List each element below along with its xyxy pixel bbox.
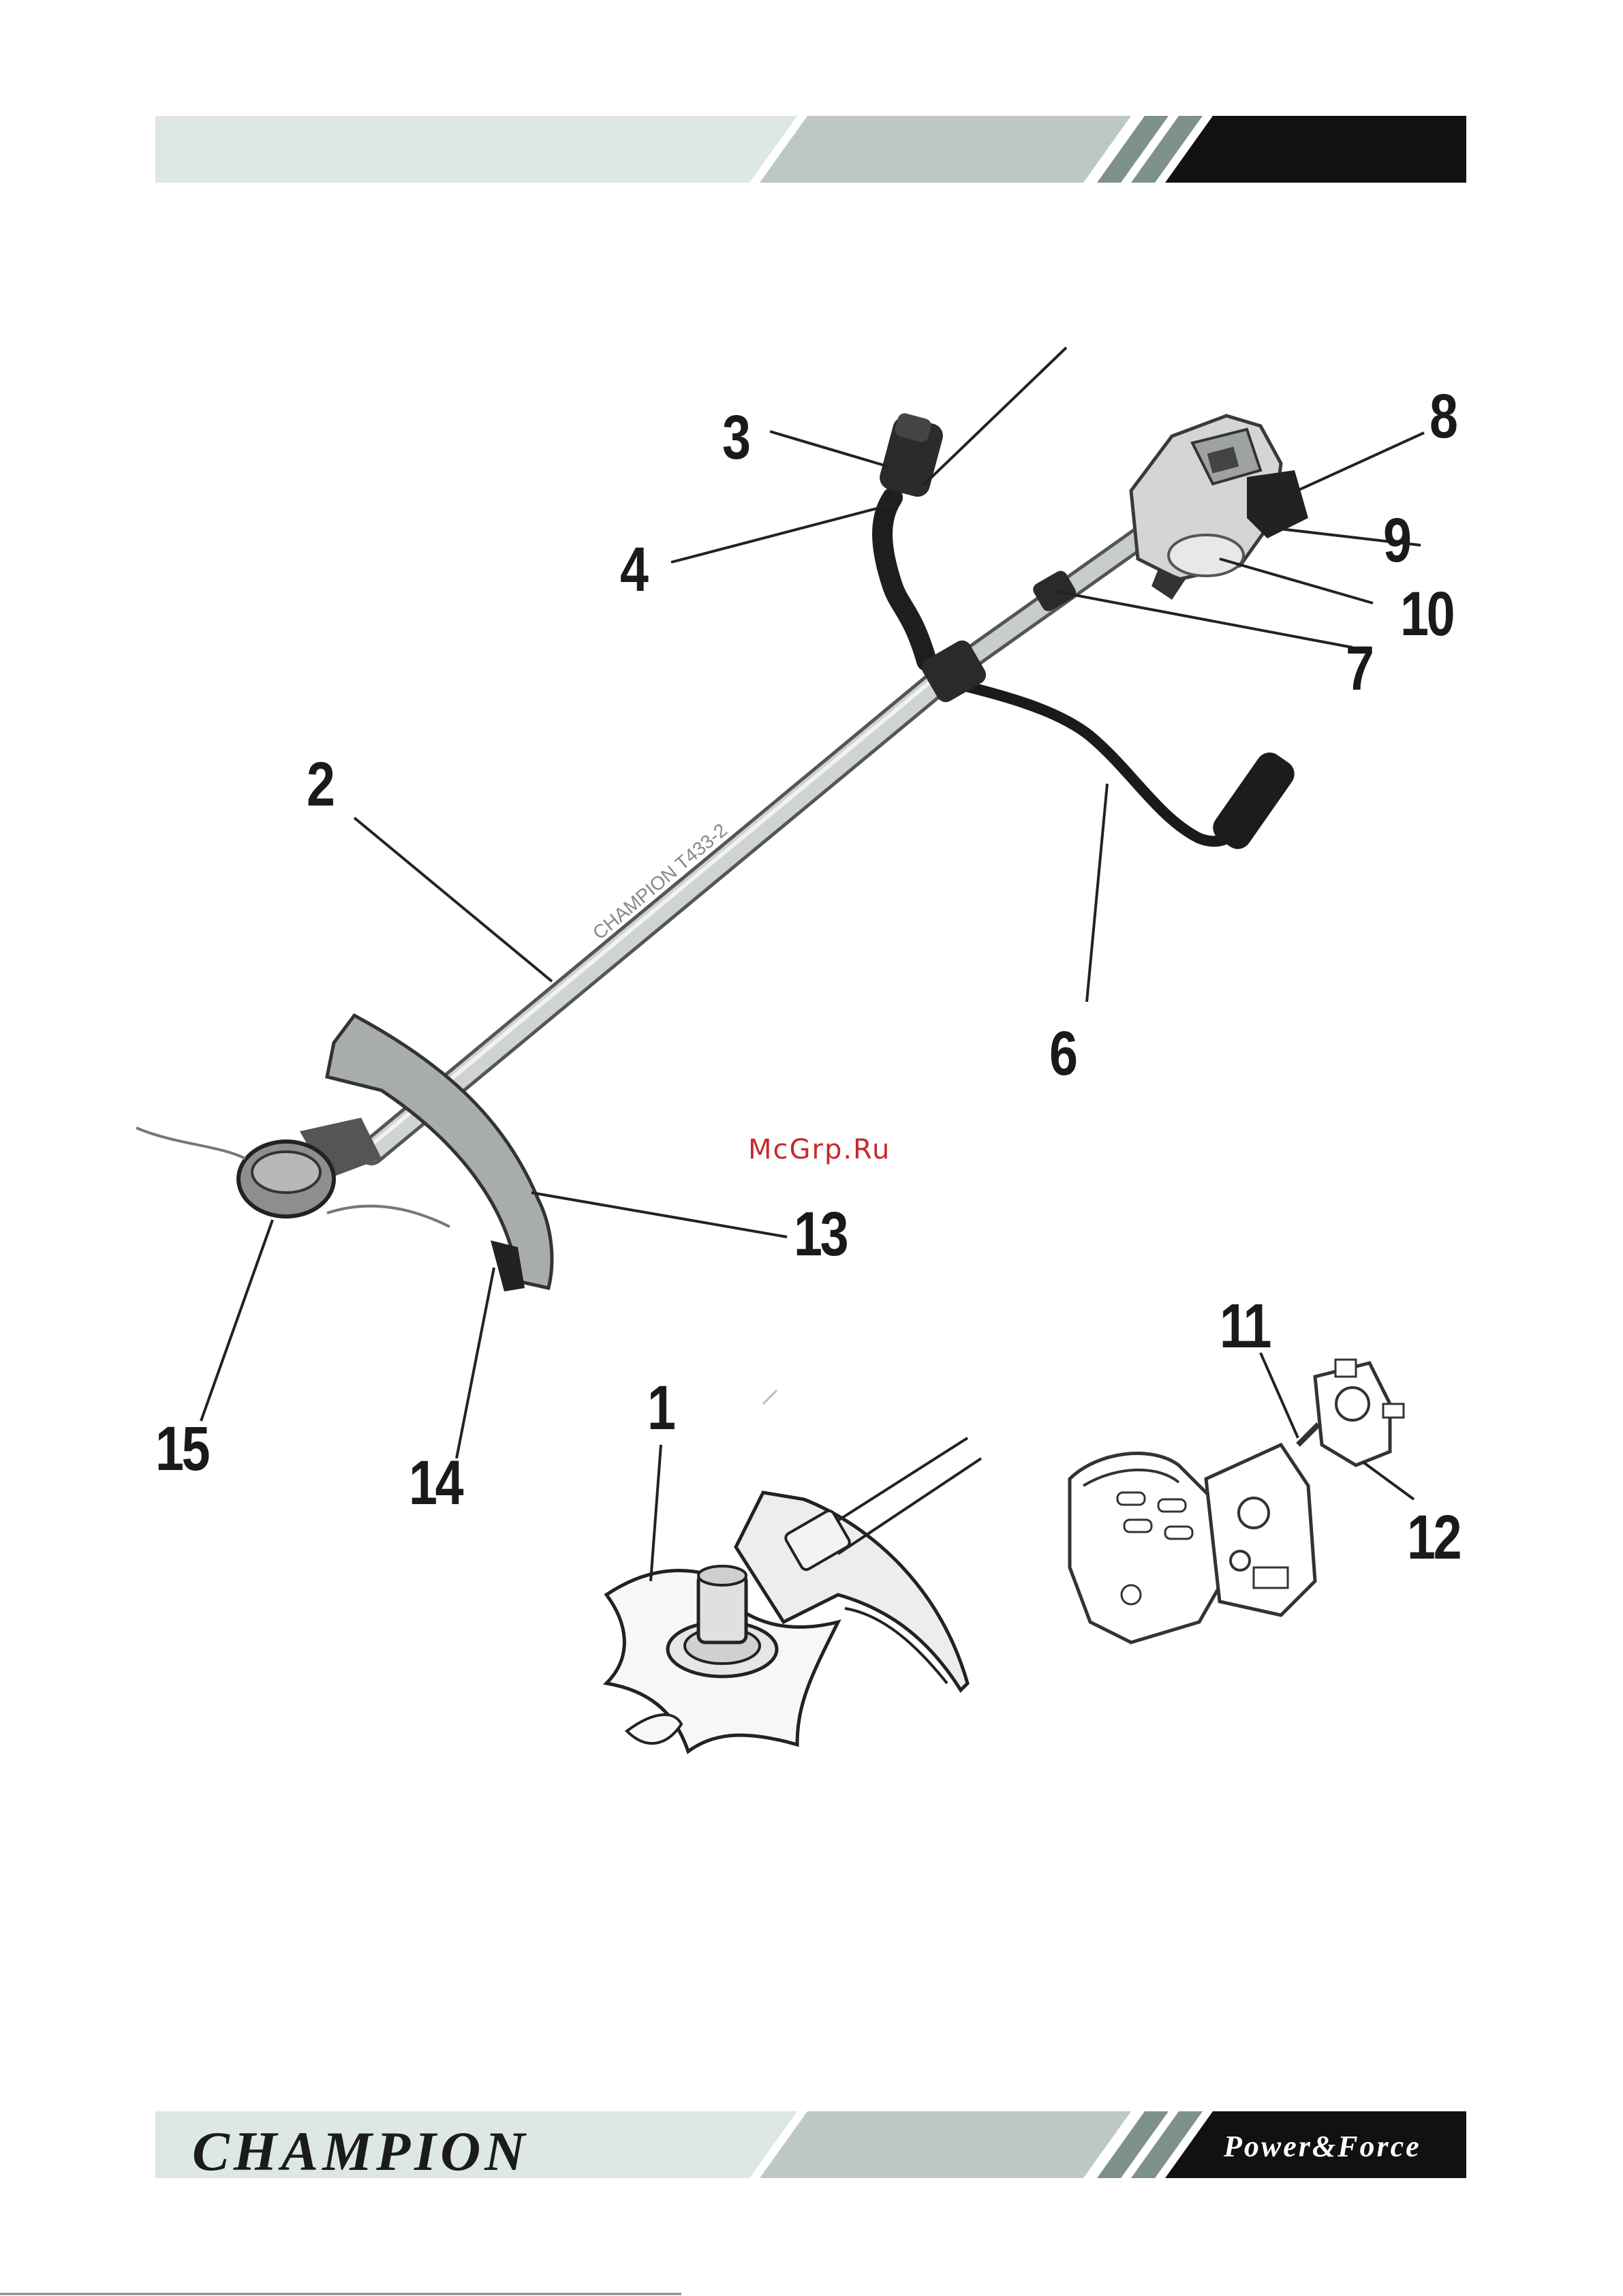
brand-slogan: Power&Force bbox=[1224, 2129, 1421, 2164]
brand-logo: CHAMPION bbox=[192, 2119, 529, 2184]
